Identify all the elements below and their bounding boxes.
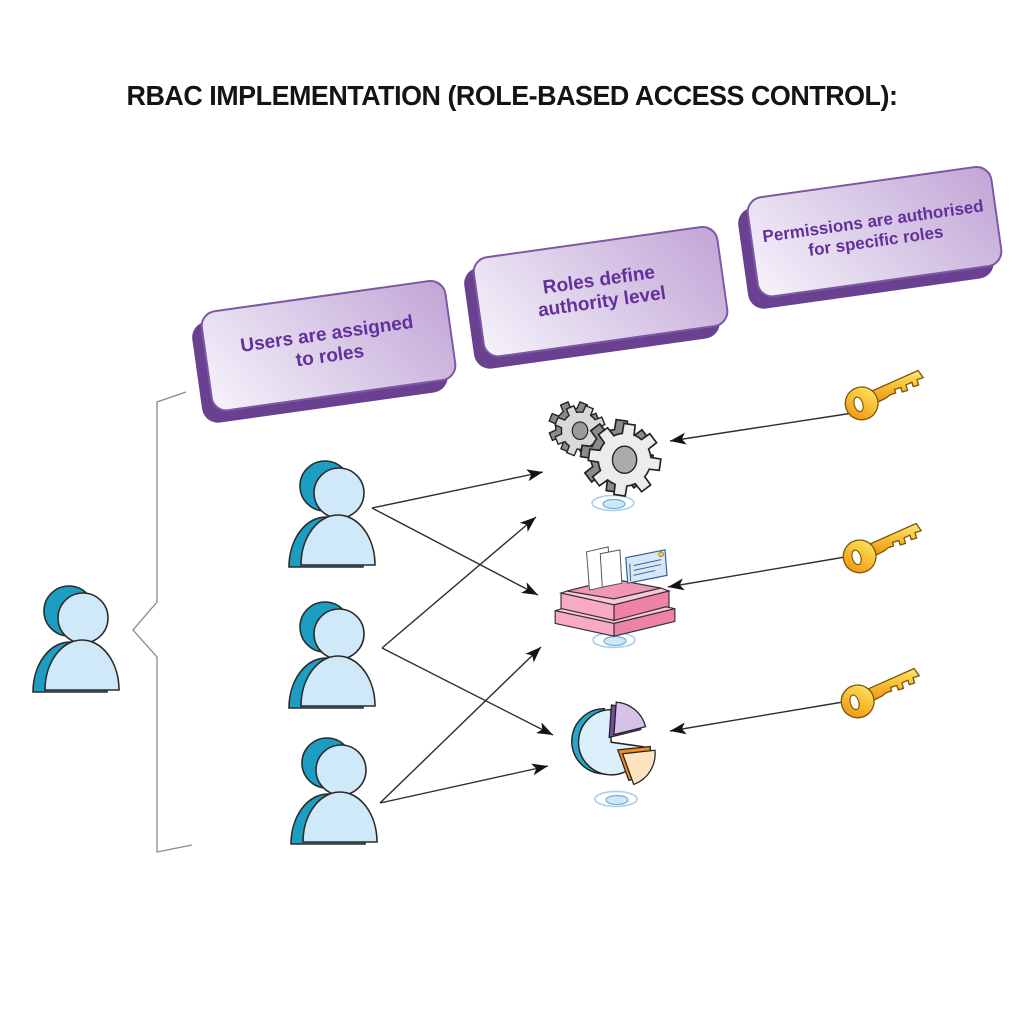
arrow-user3-to-tray [379, 646, 542, 804]
arrow-user1-to-gears [371, 469, 544, 509]
arrow-key1-to-gears [669, 412, 854, 445]
key-3-icon [838, 667, 927, 723]
arrow-user3-to-pie [379, 763, 549, 804]
pool-brace [132, 391, 193, 853]
role-user-2-icon [288, 601, 376, 709]
document-tray-icon [554, 546, 676, 637]
arrow-user2-to-pie [381, 647, 554, 736]
page-title: RBAC IMPLEMENTATION (ROLE-BASED ACCESS C… [126, 80, 898, 111]
gears-icon [548, 396, 666, 502]
role-user-3-icon [290, 737, 378, 845]
arrow-key2-to-tray [667, 555, 852, 591]
role-user-1-icon [288, 460, 376, 568]
pool-user-icon [32, 585, 120, 693]
arrow-key3-to-pie [669, 700, 850, 735]
pie-chart-icon [571, 701, 656, 786]
arrow-user1-to-tray [371, 507, 539, 596]
key-1-icon [842, 369, 931, 425]
arrow-user2-to-gears [381, 516, 537, 649]
key-2-icon [840, 522, 929, 578]
